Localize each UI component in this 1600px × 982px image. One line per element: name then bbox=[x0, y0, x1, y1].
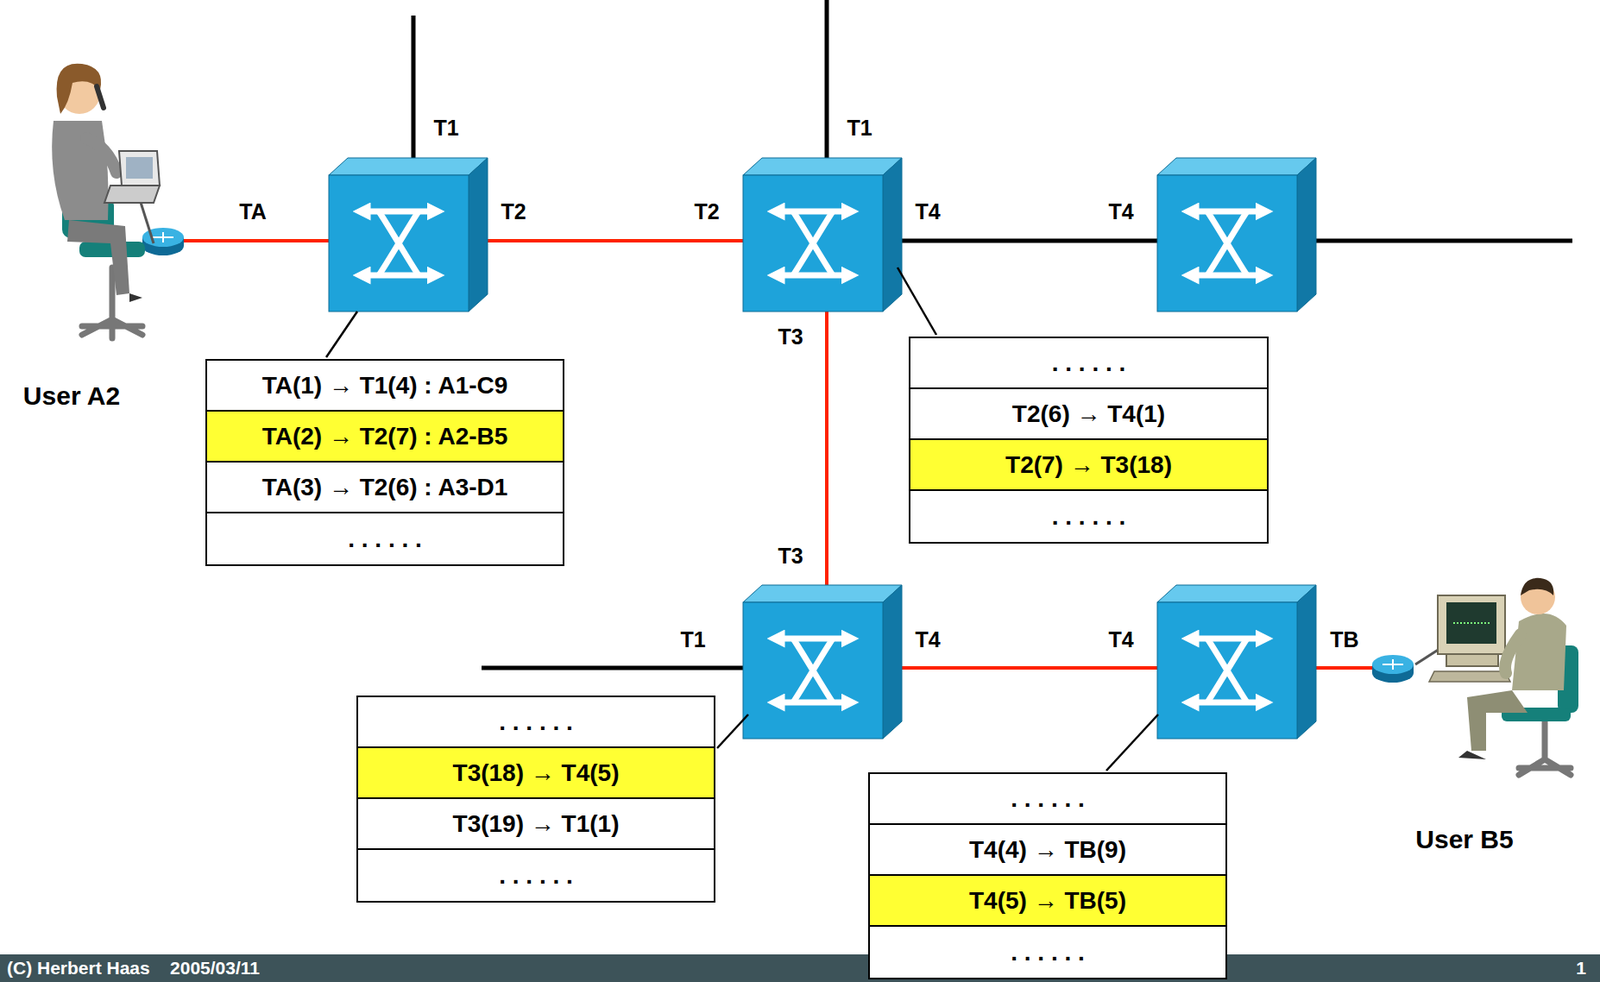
table-row: . . . . . . bbox=[358, 697, 714, 749]
table-row: T2(7) → T3(18) bbox=[910, 440, 1267, 492]
table-row: TA(3) → T2(6) : A3-D1 bbox=[207, 462, 563, 514]
port-label: T3 bbox=[777, 543, 803, 569]
table-row: . . . . . . bbox=[207, 513, 563, 565]
table-row: T3(18) → T4(5) bbox=[358, 748, 714, 800]
table-row: T3(19) → T1(1) bbox=[358, 799, 714, 851]
port-label: T3 bbox=[777, 324, 803, 350]
switch-table: . . . . . .T3(18) → T4(5)T3(19) → T1(1).… bbox=[356, 695, 716, 903]
port-label: T1 bbox=[680, 627, 706, 653]
port-label: T1 bbox=[433, 115, 459, 141]
router-icon bbox=[142, 227, 184, 256]
table-row: . . . . . . bbox=[910, 491, 1267, 542]
footer-bar bbox=[0, 954, 1600, 982]
table-row: T4(5) → TB(5) bbox=[869, 875, 1226, 927]
switch-table: . . . . . .T2(6) → T4(1)T2(7) → T3(18). … bbox=[908, 336, 1269, 544]
port-label: T2 bbox=[500, 199, 526, 225]
port-label: T4 bbox=[1108, 627, 1134, 653]
user-label: User B5 bbox=[1415, 825, 1513, 856]
trunk-lines bbox=[413, 0, 1573, 668]
user-label: User A2 bbox=[23, 381, 120, 412]
table-row: . . . . . . bbox=[358, 850, 714, 901]
router-icon bbox=[1372, 655, 1414, 683]
table-row: T4(4) → TB(9) bbox=[869, 825, 1226, 876]
port-label: TA bbox=[239, 199, 266, 225]
table-row: TA(1) → T1(4) : A1-C9 bbox=[207, 360, 563, 412]
port-label: TB bbox=[1329, 627, 1359, 653]
switch-icon bbox=[1157, 585, 1317, 739]
user-b5-figure bbox=[1415, 578, 1579, 775]
switch-table: TA(1) → T1(4) : A1-C9TA(2) → T2(7) : A2-… bbox=[205, 359, 565, 567]
port-label: T2 bbox=[693, 199, 719, 225]
port-label: T4 bbox=[914, 627, 940, 653]
user-a2-figure bbox=[51, 63, 160, 339]
switch-table: . . . . . .T4(4) → TB(9)T4(5) → TB(5). .… bbox=[868, 772, 1228, 980]
table-row: . . . . . . bbox=[869, 774, 1226, 826]
switch-icon bbox=[743, 585, 902, 739]
table-row: . . . . . . bbox=[869, 926, 1226, 978]
table-row: . . . . . . bbox=[910, 338, 1267, 390]
switch-icon bbox=[1157, 157, 1317, 312]
port-label: T4 bbox=[1108, 199, 1134, 225]
port-label: T1 bbox=[846, 115, 872, 141]
table-row: TA(2) → T2(7) : A2-B5 bbox=[207, 411, 563, 463]
table-row: T2(6) → T4(1) bbox=[910, 389, 1267, 441]
switch-icon bbox=[328, 157, 488, 312]
switch-icon bbox=[743, 157, 902, 312]
footer-copyright: (C) Herbert Haas 2005/03/11 bbox=[6, 957, 260, 979]
port-label: T4 bbox=[914, 199, 940, 225]
page-number: 1 bbox=[1575, 957, 1587, 979]
